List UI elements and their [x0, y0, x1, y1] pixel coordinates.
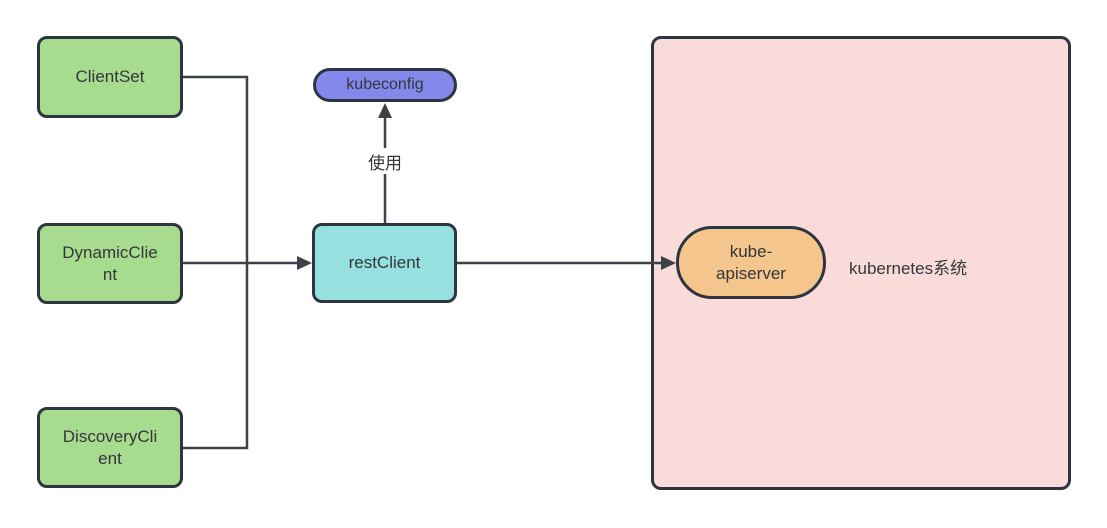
node-dynamic-client: DynamicClie nt — [37, 223, 183, 304]
node-kube-apiserver-label: kube- apiserver — [716, 242, 786, 283]
arrowhead-into-kubeconfig — [378, 103, 392, 118]
edge-discoveryclient-trunk — [183, 263, 249, 450]
edge-label-use: 使用 — [361, 148, 409, 174]
node-clientset: ClientSet — [37, 36, 183, 118]
kubernetes-system-label: kubernetes系统 — [849, 259, 968, 278]
arrowhead-into-apiserver — [661, 256, 676, 270]
node-discovery-client: DiscoveryCli ent — [37, 407, 183, 488]
node-clientset-label: ClientSet — [75, 67, 145, 87]
node-discovery-client-label: DiscoveryCli ent — [62, 427, 158, 468]
arrowhead-into-restclient — [297, 256, 312, 270]
node-rest-client: restClient — [312, 223, 457, 303]
node-kube-apiserver: kube- apiserver — [676, 226, 826, 299]
edge-clientset-trunk — [183, 75, 249, 263]
node-dynamic-client-label: DynamicClie nt — [62, 243, 158, 284]
node-rest-client-label: restClient — [348, 253, 421, 273]
node-kubeconfig-label: kubeconfig — [346, 76, 424, 93]
node-kubeconfig: kubeconfig — [313, 68, 457, 102]
